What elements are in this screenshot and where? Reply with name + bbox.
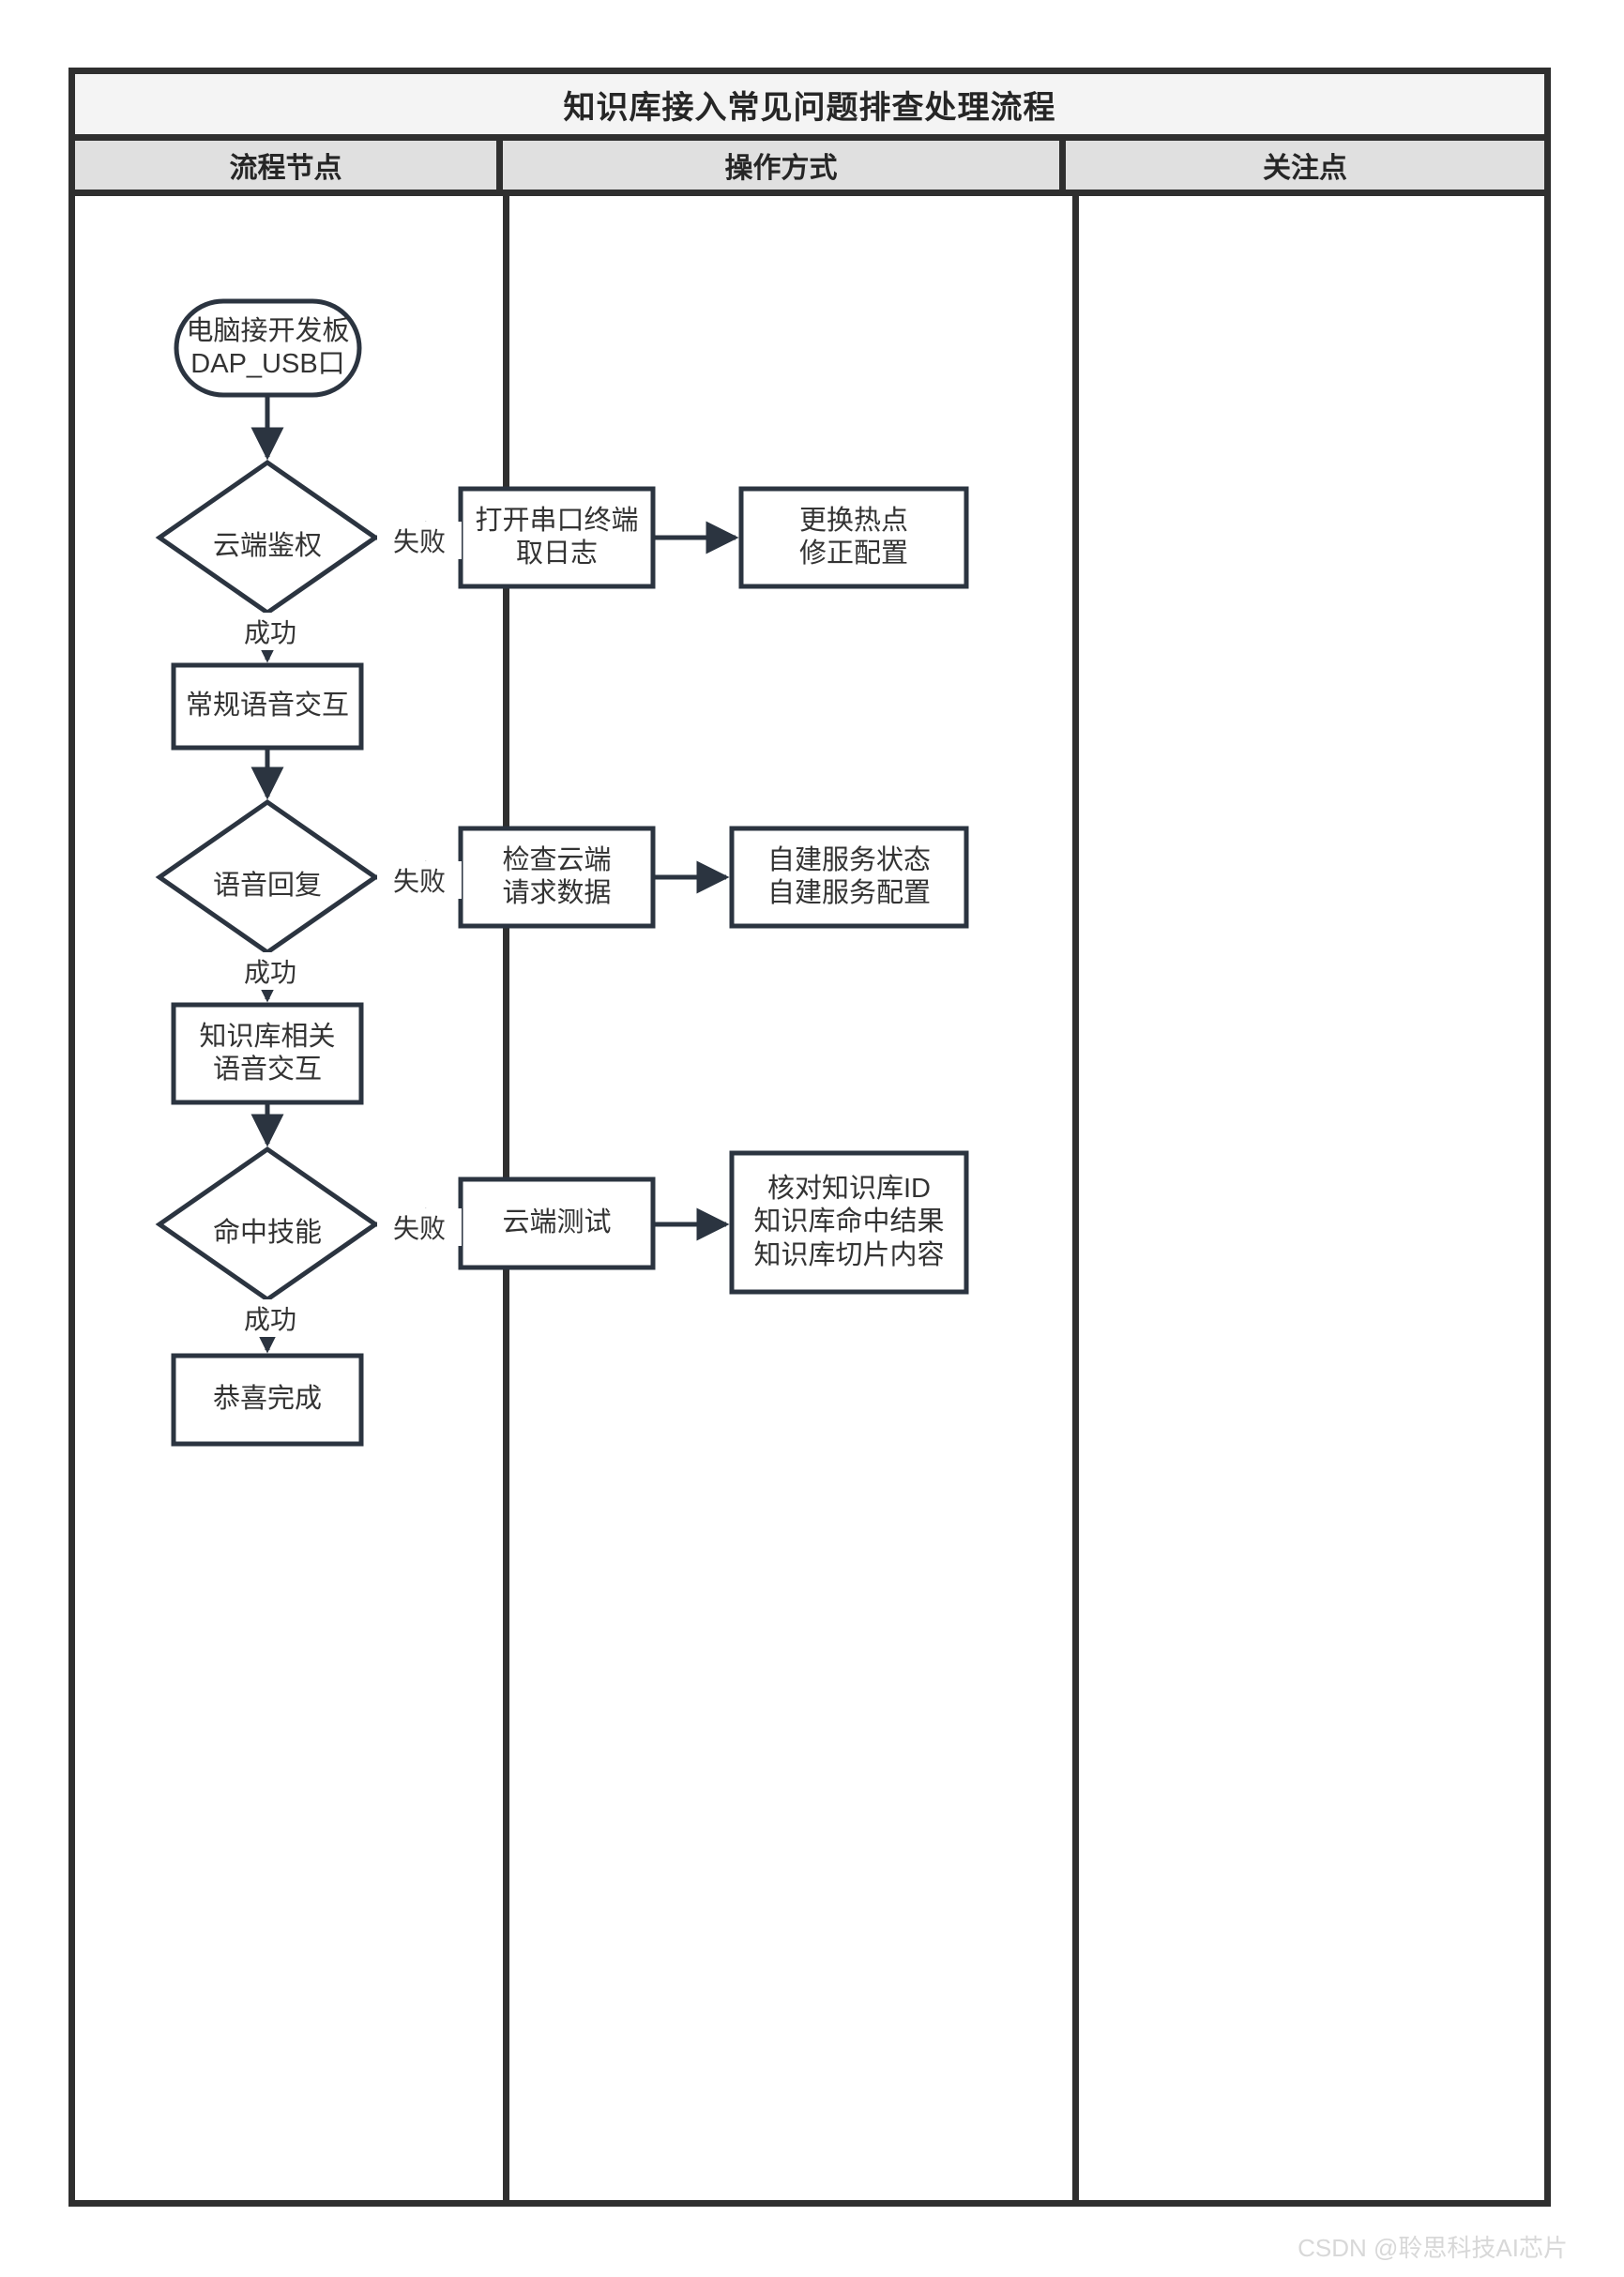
column-header-flow-node: 流程节点 — [75, 141, 503, 190]
title-band: 知识库接入常见问题排查处理流程 — [75, 74, 1544, 141]
node-decision-skill-shape — [155, 1146, 380, 1303]
node-decision-auth-shape — [155, 459, 380, 616]
column-header-row: 流程节点 操作方式 关注点 — [75, 141, 1544, 196]
node-focus-selfhost-shape — [729, 826, 969, 929]
watermark: CSDN @聆思科技AI芯片 — [1298, 2234, 1568, 2262]
node-action-serial-shape — [458, 486, 656, 589]
page-title: 知识库接入常见问题排查处理流程 — [563, 89, 1056, 126]
lane-divider-2 — [1072, 196, 1079, 2200]
node-focus-kb-shape — [729, 1150, 969, 1295]
node-process-kb-voice-shape — [171, 1002, 364, 1105]
column-header-operation: 操作方式 — [503, 141, 1066, 190]
node-focus-hotspot-shape — [738, 486, 969, 589]
node-action-cloud-test-shape — [458, 1176, 656, 1270]
node-process-voice-shape — [171, 662, 364, 751]
node-action-cloud-req-shape — [458, 826, 656, 929]
node-start-shape — [174, 298, 362, 398]
node-end-shape — [171, 1353, 364, 1447]
flow-canvas — [155, 298, 969, 1447]
node-decision-reply-shape — [155, 798, 380, 956]
diagram-frame: 知识库接入常见问题排查处理流程 流程节点 操作方式 关注点 — [68, 68, 1551, 2207]
column-header-focus: 关注点 — [1263, 153, 1347, 184]
